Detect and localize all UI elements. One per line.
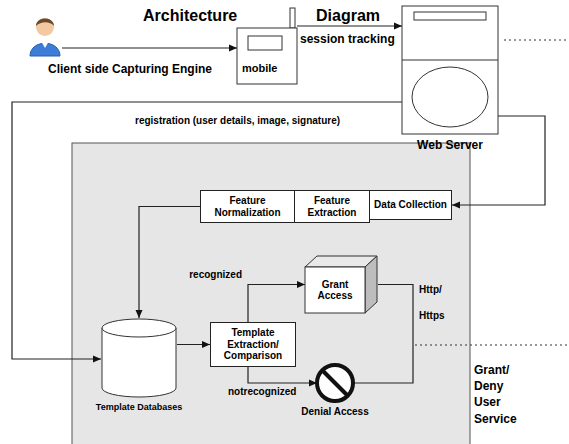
server-disk	[412, 67, 488, 127]
connector-arrow	[62, 47, 237, 48]
node-text: Feature Normalization	[204, 195, 291, 218]
title-word: Diagram	[316, 6, 380, 25]
connector-arrow	[177, 344, 210, 345]
node-text: Data Collection	[374, 199, 447, 211]
edge-label: registration (user details, image, signa…	[133, 115, 342, 127]
text-host: Web Server	[398, 138, 502, 152]
dotted-line	[415, 345, 569, 346]
connector-arrow	[248, 367, 317, 383]
server-divider	[402, 60, 498, 61]
mobile-device: mobile	[236, 6, 300, 86]
server-tower	[402, 6, 498, 134]
phone-body	[237, 28, 297, 84]
user-collar	[41, 41, 49, 48]
cylinder-body	[102, 328, 176, 397]
access-cube: Grant Access	[303, 255, 383, 317]
text-host: Data Collection	[371, 197, 450, 213]
deny-slash	[323, 371, 348, 396]
deny-shape	[285, 362, 385, 406]
node-text: Denial Access	[285, 406, 385, 418]
connector-arrow	[297, 25, 402, 26]
process-box: Data Collection	[369, 190, 452, 220]
phone-screen	[248, 36, 282, 50]
text-host: Feature Normalization	[201, 193, 294, 220]
node-text: mobile	[242, 62, 294, 75]
edge-label-text: registration (user details, image, signa…	[135, 115, 340, 127]
cylinder-top	[102, 319, 176, 337]
process-box: Template Extraction/ Comparison	[210, 322, 296, 367]
node-text: Web Server	[398, 138, 502, 152]
process-box: Feature Extraction	[294, 190, 370, 223]
node-text: Feature Extraction	[298, 195, 366, 218]
deny-symbol: Denial Access	[285, 362, 385, 424]
service-region	[72, 143, 470, 444]
user-head	[36, 18, 54, 36]
edge-label-text: session tracking	[300, 32, 395, 46]
edge-label-text: notrecognized	[228, 386, 296, 398]
edge-label-text: recognized	[189, 269, 242, 281]
title-word: Architecture	[143, 6, 237, 25]
text-host: mobile	[242, 62, 294, 75]
edge-label: recognized	[187, 269, 244, 281]
deny-ring	[317, 365, 353, 401]
text-host: Feature Extraction	[295, 193, 369, 220]
connector-arrow	[12, 102, 402, 359]
cube-side	[365, 256, 377, 313]
text-host: Client side Capturing Engine	[48, 62, 238, 76]
cube-front	[305, 267, 365, 313]
server-slot	[414, 12, 486, 20]
user-hair	[36, 19, 54, 27]
user-icon	[28, 14, 62, 56]
text-host: Template Extraction/ Comparison	[211, 325, 295, 364]
web-server: Web Server	[398, 4, 502, 160]
edge-label: session tracking	[298, 32, 397, 46]
text-host: Template Databases	[84, 402, 194, 413]
edge-label-text: Http/ Https	[419, 277, 455, 329]
dotted-line	[504, 40, 569, 41]
text-host: Grant Access	[305, 267, 365, 313]
edge-label: Http/ Https	[417, 277, 457, 329]
cylinder-shape	[101, 318, 177, 400]
database-cylinder: Template Databases	[84, 316, 194, 420]
server-shape	[398, 4, 502, 136]
phone-antenna	[290, 8, 295, 28]
edge-label: notrecognized	[226, 386, 298, 398]
text-host: Denial Access	[285, 406, 385, 418]
node-text: Grant Access	[305, 279, 365, 302]
node-text: Template Extraction/ Comparison	[214, 327, 292, 362]
node-text: Client side Capturing Engine	[48, 62, 238, 76]
title-text: Architecture	[143, 6, 237, 25]
title-text: Diagram	[316, 6, 380, 25]
node-text: Template Databases	[84, 402, 194, 413]
process-box: Feature Normalization	[200, 190, 295, 223]
connector-arrow	[248, 285, 305, 323]
side-label: Grant/ Deny User Service	[474, 362, 528, 427]
service-label: Grant/ Deny User Service	[474, 362, 528, 427]
connector-arrow	[139, 207, 200, 319]
